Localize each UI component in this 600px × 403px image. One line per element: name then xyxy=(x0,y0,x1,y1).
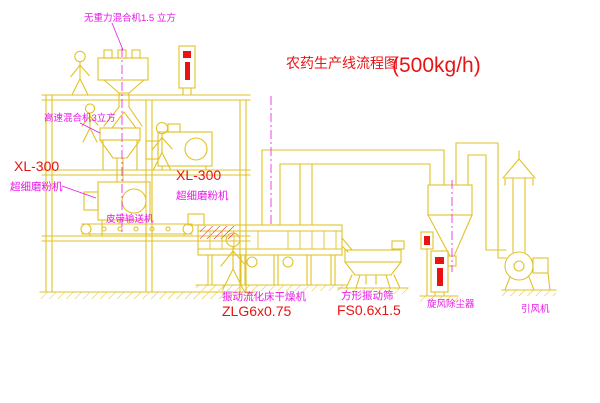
ground-hatch xyxy=(39,284,557,302)
cyclone-dust-collector xyxy=(427,184,473,267)
fluid-bed-dryer xyxy=(187,213,353,286)
control-cabinet-small xyxy=(420,231,434,297)
exhaust-stack xyxy=(502,150,536,253)
building-structure xyxy=(41,94,251,293)
induced-draft-fan xyxy=(504,251,551,291)
mill-left xyxy=(83,181,151,237)
label-cyclone: 旋风除尘器 xyxy=(427,298,475,310)
labels: 农药生产线流程图 (500kg/h) 无重力混合机1.5 立方 高速混合机3立方… xyxy=(10,12,550,319)
diagram-title-capacity: (500kg/h) xyxy=(392,54,481,77)
label-belt-conveyor: 皮带输送机 xyxy=(106,213,154,225)
label-gravity-mixer: 无重力混合机1.5 立方 xyxy=(84,12,176,24)
belt-conveyor xyxy=(80,223,194,237)
worker-figure xyxy=(151,121,173,171)
label-dryer-name: 振动流化床干燥机 xyxy=(222,290,306,303)
gravity-mixer xyxy=(97,49,149,129)
label-high-speed-mixer: 高速混合机3立方 xyxy=(44,112,116,124)
label-fan: 引风机 xyxy=(521,303,550,315)
label-mill-center-model: XL-300 xyxy=(176,167,221,183)
dryer-inlet-hatch xyxy=(200,226,234,239)
high-speed-mixer xyxy=(99,127,141,183)
label-mill-left-model: XL-300 xyxy=(14,158,59,174)
diagram-title: 农药生产线流程图 xyxy=(286,55,398,71)
control-cabinet-top xyxy=(178,45,196,96)
centerlines xyxy=(61,22,453,272)
control-cabinet-main xyxy=(430,250,449,297)
label-dryer-model: ZLG6x0.75 xyxy=(222,303,291,319)
mill-center xyxy=(145,123,213,171)
vibrating-screen xyxy=(343,240,405,289)
label-mill-left-name: 超细磨粉机 xyxy=(10,180,63,193)
label-screen-model: FS0.6x1.5 xyxy=(337,302,401,318)
label-screen-name: 方形振动筛 xyxy=(341,289,394,302)
worker-figure xyxy=(70,50,90,96)
cyclone-outlet-duct xyxy=(455,142,507,259)
exhaust-duct xyxy=(261,149,445,226)
label-mill-center-name: 超细磨粉机 xyxy=(176,189,229,202)
